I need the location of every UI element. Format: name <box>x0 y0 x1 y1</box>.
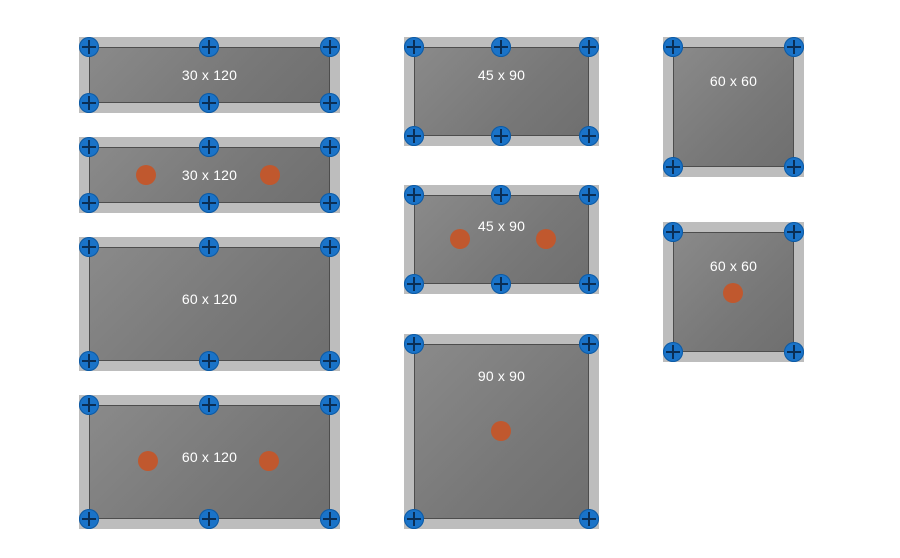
anchor-icon <box>320 351 340 371</box>
panel-body <box>673 47 794 167</box>
anchor-icon <box>199 351 219 371</box>
anchor-icon <box>663 157 683 177</box>
anchor-icon <box>320 237 340 257</box>
panel-60x60-hole: 60 x 60 <box>663 222 804 362</box>
panel-size-label: 60 x 120 <box>181 449 238 465</box>
anchor-icon <box>79 93 99 113</box>
anchor-icon <box>579 334 599 354</box>
anchor-icon <box>320 93 340 113</box>
anchor-icon <box>579 185 599 205</box>
hole-dot-icon <box>491 421 511 441</box>
anchor-icon <box>784 157 804 177</box>
anchor-icon <box>491 37 511 57</box>
hole-dot-icon <box>136 165 156 185</box>
anchor-icon <box>579 126 599 146</box>
hole-dot-icon <box>259 451 279 471</box>
anchor-icon <box>320 509 340 529</box>
anchor-icon <box>404 126 424 146</box>
anchor-icon <box>199 137 219 157</box>
anchor-icon <box>199 93 219 113</box>
anchor-icon <box>491 126 511 146</box>
panel-45x90-holes: 45 x 90 <box>404 185 599 294</box>
hole-dot-icon <box>138 451 158 471</box>
panel-size-label: 45 x 90 <box>477 218 526 234</box>
anchor-icon <box>79 193 99 213</box>
anchor-icon <box>79 37 99 57</box>
panel-size-label: 90 x 90 <box>477 368 526 384</box>
anchor-icon <box>491 274 511 294</box>
panel-size-label: 30 x 120 <box>181 67 238 83</box>
anchor-icon <box>199 37 219 57</box>
panel-size-label: 30 x 120 <box>181 167 238 183</box>
anchor-icon <box>199 509 219 529</box>
hole-dot-icon <box>536 229 556 249</box>
anchor-icon <box>404 509 424 529</box>
panel-size-label: 60 x 60 <box>709 258 758 274</box>
anchor-icon <box>199 395 219 415</box>
panel-45x90-plain: 45 x 90 <box>404 37 599 146</box>
panel-60x120-holes: 60 x 120 <box>79 395 340 529</box>
anchor-icon <box>784 37 804 57</box>
panel-60x60-plain: 60 x 60 <box>663 37 804 177</box>
anchor-icon <box>579 274 599 294</box>
anchor-icon <box>663 342 683 362</box>
panel-size-label: 60 x 60 <box>709 73 758 89</box>
hole-dot-icon <box>260 165 280 185</box>
anchor-icon <box>79 137 99 157</box>
anchor-icon <box>491 185 511 205</box>
hole-dot-icon <box>723 283 743 303</box>
anchor-icon <box>199 193 219 213</box>
anchor-icon <box>404 334 424 354</box>
anchor-icon <box>79 395 99 415</box>
panel-body <box>414 47 589 136</box>
anchor-icon <box>404 185 424 205</box>
anchor-icon <box>784 222 804 242</box>
anchor-icon <box>320 37 340 57</box>
anchor-icon <box>199 237 219 257</box>
anchor-icon <box>320 137 340 157</box>
anchor-icon <box>663 37 683 57</box>
anchor-icon <box>663 222 683 242</box>
anchor-icon <box>320 395 340 415</box>
panel-size-label: 60 x 120 <box>181 291 238 307</box>
anchor-icon <box>579 37 599 57</box>
panel-30x120-holes: 30 x 120 <box>79 137 340 213</box>
anchor-icon <box>579 509 599 529</box>
panel-size-label: 45 x 90 <box>477 67 526 83</box>
anchor-icon <box>79 351 99 371</box>
panel-90x90-hole: 90 x 90 <box>404 334 599 529</box>
anchor-icon <box>784 342 804 362</box>
anchor-icon <box>404 274 424 294</box>
panel-30x120-plain: 30 x 120 <box>79 37 340 113</box>
hole-dot-icon <box>450 229 470 249</box>
panel-body <box>414 195 589 284</box>
anchor-icon <box>320 193 340 213</box>
panel-60x120-plain: 60 x 120 <box>79 237 340 371</box>
anchor-icon <box>404 37 424 57</box>
anchor-icon <box>79 237 99 257</box>
anchor-icon <box>79 509 99 529</box>
